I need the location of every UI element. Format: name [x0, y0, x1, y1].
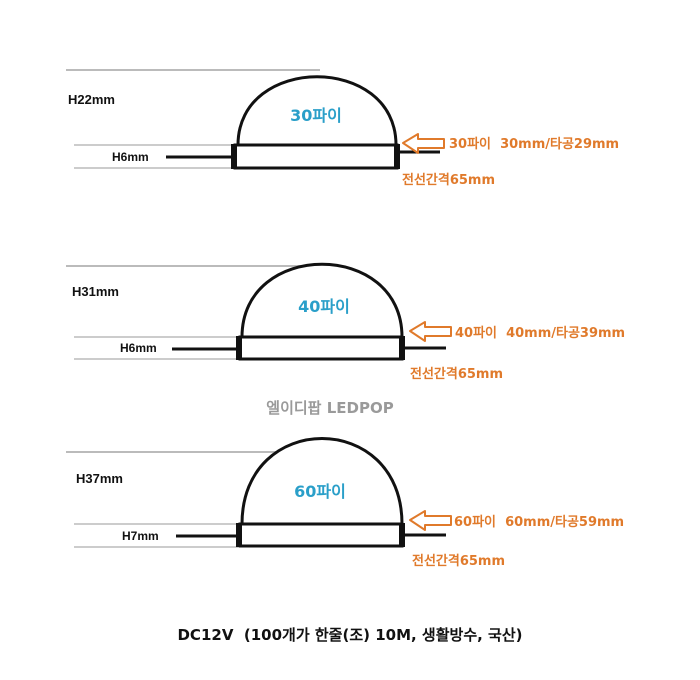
- footer-spec-label: DC12V (100개가 한줄(조) 10M, 생활방수, 국산): [177, 626, 522, 644]
- base-plate-edge-left: [231, 144, 237, 169]
- wire-spacing-label: 전선간격65mm: [412, 553, 505, 569]
- brand-label: 엘이디팝 LEDPOP: [266, 399, 393, 417]
- dome-size-label: 30파이: [290, 106, 342, 125]
- arrow-icon: [409, 321, 452, 342]
- dome-size-label: 60파이: [294, 482, 346, 501]
- wire-spacing-label: 전선간격65mm: [410, 366, 503, 382]
- base-plate: [238, 522, 404, 548]
- base-plate-edge-right: [399, 523, 405, 547]
- height-label: H37mm: [76, 471, 123, 486]
- base-plate-edge-right: [399, 336, 405, 360]
- base-plate-edge-right: [394, 144, 400, 169]
- height-label: H22mm: [68, 92, 115, 107]
- base-plate-edge-left: [236, 523, 242, 547]
- led-unit-30: H22mm H6mm 30파이 30파이 30mm/타공29mm 전선간격65m…: [66, 69, 619, 188]
- dome-cap: [240, 262, 404, 339]
- arrow-icon: [409, 510, 452, 531]
- dome-cap: [236, 75, 398, 147]
- arrow-icon: [402, 133, 445, 154]
- base-height-label: H6mm: [120, 341, 157, 355]
- spec-label: 30파이 30mm/타공29mm: [449, 136, 619, 152]
- base-plate-edge-left: [236, 336, 242, 360]
- spec-label: 40파이 40mm/타공39mm: [455, 325, 625, 341]
- height-label: H31mm: [72, 284, 119, 299]
- base-height-label: H6mm: [112, 150, 149, 164]
- base-plate: [233, 143, 399, 170]
- led-unit-40: H31mm H6mm 40파이 40파이 40mm/타공39mm 전선간격65m…: [66, 262, 625, 382]
- spec-label: 60파이 60mm/타공59mm: [454, 514, 624, 530]
- led-unit-60: H37mm H7mm 60파이 60파이 60mm/타공59mm 전선간격65m…: [66, 437, 624, 569]
- base-plate: [238, 335, 404, 361]
- dome-size-label: 40파이: [298, 297, 350, 316]
- base-height-label: H7mm: [122, 529, 159, 543]
- wire-spacing-label: 전선간격65mm: [402, 172, 495, 188]
- dome-cap: [240, 437, 404, 526]
